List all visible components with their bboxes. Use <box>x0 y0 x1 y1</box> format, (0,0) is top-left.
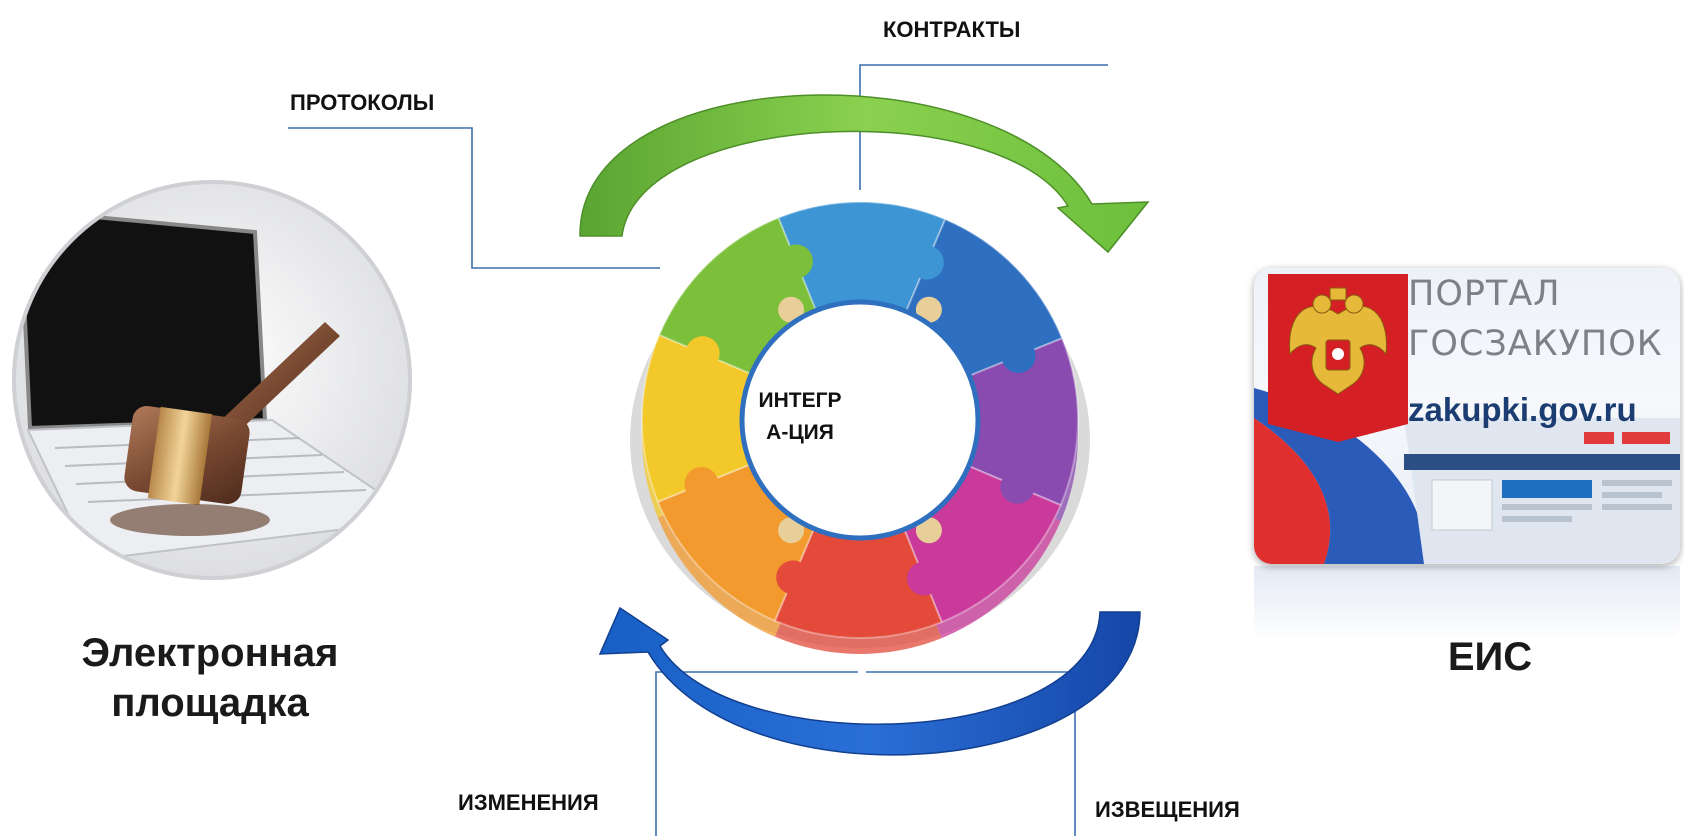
card-background <box>1254 388 1680 564</box>
caption-line2: площадка <box>111 681 309 725</box>
ring-center-circle <box>739 299 981 541</box>
goszakupki-portal-card: ПОРТАЛ ГОСЗАКУПОК zakupki.gov.ru <box>1254 268 1680 564</box>
caption-electronic-platform: Электронная площадка <box>20 628 400 728</box>
center-label-line2: А-ЦИЯ <box>766 421 834 444</box>
puzzle-tab <box>776 560 811 595</box>
connector-kontrakty <box>859 64 1108 190</box>
portal-title-line1: ПОРТАЛ <box>1408 274 1561 314</box>
caption-line1: Электронная <box>81 631 339 675</box>
connector-protokoly <box>288 127 660 269</box>
puzzle-tab <box>1001 338 1036 373</box>
arrow-bottom <box>598 606 1141 756</box>
puzzle-tab <box>685 336 720 371</box>
caption-eis-text: ЕИС <box>1447 635 1533 679</box>
label-izmeneniya: ИЗМЕНЕНИЯ <box>458 790 599 815</box>
arrow-top <box>579 94 1150 254</box>
puzzle-tab <box>684 467 719 502</box>
connector-lines <box>288 64 1108 836</box>
label-protokoly: ПРОТОКОЛЫ <box>290 90 435 115</box>
caption-eis: ЕИС <box>1400 632 1580 682</box>
portal-url: zakupki.gov.ru <box>1408 391 1637 428</box>
puzzle-ring <box>630 201 1090 655</box>
card-reflection <box>1254 566 1680 642</box>
russian-coat-of-arms-icon <box>1268 274 1408 442</box>
puzzle-peg <box>778 517 805 544</box>
label-izvesheniya: ИЗВЕЩЕНИЯ <box>1095 797 1240 822</box>
puzzle-peg <box>915 296 942 323</box>
laptop-gavel-image <box>12 180 412 580</box>
puzzle-peg <box>778 296 805 323</box>
puzzle-tab <box>1000 469 1035 504</box>
center-label-line1: ИНТЕГР <box>758 389 842 412</box>
puzzle-tab <box>778 244 813 279</box>
connector-izmeneniya <box>655 671 858 836</box>
puzzle-peg <box>915 517 942 544</box>
portal-title-line2: ГОСЗАКУПОК <box>1408 324 1663 364</box>
puzzle-tab <box>907 561 942 596</box>
puzzle-tab <box>909 245 944 280</box>
center-label: ИНТЕГР А-ЦИЯ <box>730 385 870 449</box>
label-kontrakty: КОНТРАКТЫ <box>883 17 1021 42</box>
